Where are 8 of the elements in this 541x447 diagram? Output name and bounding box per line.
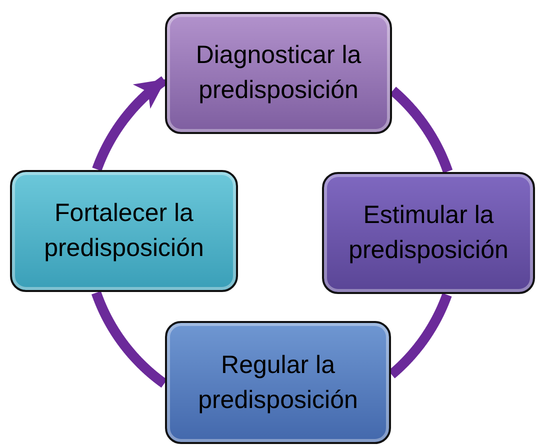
step-label: Estimular la predisposición xyxy=(348,200,510,266)
step-label: Regular la predisposición xyxy=(197,350,359,416)
process-box xyxy=(322,172,535,294)
step-label: Fortalecer la predisposición xyxy=(43,198,205,264)
process-box xyxy=(165,12,392,134)
step-label: Diagnosticar la predisposición xyxy=(194,40,362,106)
process-box xyxy=(10,170,238,292)
process-box xyxy=(165,321,391,444)
